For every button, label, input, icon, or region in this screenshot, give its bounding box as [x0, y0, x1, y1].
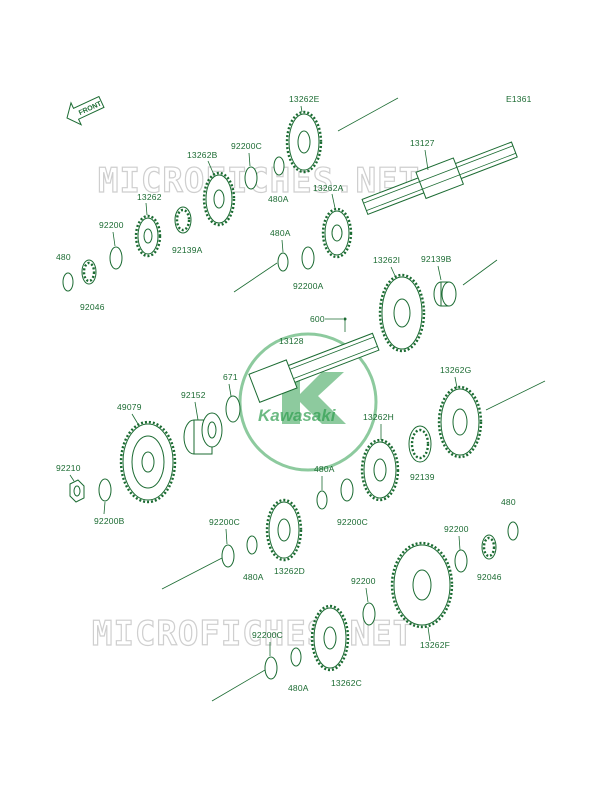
watermark-bottom: MICROFICHES.NET — [92, 614, 414, 654]
washer-92200-a — [109, 246, 123, 270]
front-arrow-icon: FRONT — [66, 95, 105, 126]
label-92046-b: 92046 — [477, 572, 502, 582]
gear-13262G — [437, 385, 483, 459]
label-13262G: 13262G — [440, 365, 471, 375]
label-92200-b: 92200 — [444, 524, 469, 534]
gear-13262F — [390, 541, 454, 629]
gear-13262E — [285, 110, 323, 174]
label-92200-c: 92200 — [351, 576, 376, 586]
label-92200B: 92200B — [94, 516, 125, 526]
label-480A-d: 480A — [243, 572, 264, 582]
label-480A-b: 480A — [270, 228, 291, 238]
gear-49079 — [119, 420, 177, 504]
gear-13262C — [310, 604, 350, 672]
label-480A-c: 480A — [314, 464, 335, 474]
label-13127: 13127 — [410, 138, 435, 148]
label-600: 600 — [310, 314, 325, 324]
label-671: 671 — [223, 372, 238, 382]
gear-13262B — [202, 171, 236, 227]
watermark-top: MICROFICHES.NET — [98, 161, 420, 201]
label-13262B: 13262B — [187, 150, 218, 160]
nut-92210 — [69, 479, 85, 503]
washer-92200C-d — [264, 656, 278, 680]
label-13262E: 13262E — [289, 94, 320, 104]
ring-480A-a — [273, 156, 285, 176]
label-480A-e: 480A — [288, 683, 309, 693]
label-13262I: 13262I — [373, 255, 400, 265]
label-92152: 92152 — [181, 390, 206, 400]
label-92139A: 92139A — [172, 245, 203, 255]
bearing-92046-b — [481, 534, 497, 560]
gear-13262 — [134, 214, 162, 258]
bearing-92152 — [183, 412, 223, 455]
label-13262C: 13262C — [331, 678, 362, 688]
washer-92200C-b — [340, 478, 354, 502]
label-92200C-d: 92200C — [252, 630, 283, 640]
washer-92200A — [301, 246, 315, 270]
ring-480A-c — [316, 490, 328, 510]
label-13128: 13128 — [279, 336, 304, 346]
washer-92200-c — [362, 602, 376, 626]
ring-480-a — [62, 272, 74, 292]
washer-92200B — [98, 478, 112, 502]
label-13262D: 13262D — [274, 566, 305, 576]
label-13262H: 13262H — [363, 412, 394, 422]
label-92210: 92210 — [56, 463, 81, 473]
shaft-13128 — [248, 332, 380, 403]
label-480A-a: 480A — [268, 194, 289, 204]
gear-13262H — [360, 438, 400, 502]
bearing-92139 — [408, 425, 432, 463]
washer-92200C-upper — [244, 166, 258, 190]
ring-480A-d — [246, 535, 258, 555]
ring-480A-e — [290, 647, 302, 667]
ring-480A-b — [277, 252, 289, 272]
gear-13262D — [265, 498, 303, 562]
label-92200A: 92200A — [293, 281, 324, 291]
ring-480-b — [507, 521, 519, 541]
label-49079: 49079 — [117, 402, 142, 412]
washer-92200-b — [454, 549, 468, 573]
bearing-92046-a — [81, 259, 97, 285]
ring-671 — [225, 395, 241, 423]
label-92200C-a: 92200C — [231, 141, 262, 151]
label-480-a: 480 — [56, 252, 71, 262]
label-13262: 13262 — [137, 192, 162, 202]
label-92046-a: 92046 — [80, 302, 105, 312]
label-92139: 92139 — [410, 472, 435, 482]
label-13262A: 13262A — [313, 183, 344, 193]
label-92200-a: 92200 — [99, 220, 124, 230]
label-92139B: 92139B — [421, 254, 452, 264]
label-480-b: 480 — [501, 497, 516, 507]
bearing-92139B — [433, 281, 457, 307]
bearing-92139A — [174, 206, 192, 234]
label-92200C-c: 92200C — [209, 517, 240, 527]
kawasaki-logo: Kawasaki — [238, 332, 378, 472]
logo-text: Kawasaki — [258, 406, 337, 425]
washer-92200C-c — [221, 544, 235, 568]
label-92200C-b: 92200C — [337, 517, 368, 527]
label-13262F: 13262F — [420, 640, 450, 650]
diagram-code: E1361 — [506, 94, 532, 104]
gear-13262I — [378, 273, 426, 353]
gear-13262A — [321, 207, 353, 259]
